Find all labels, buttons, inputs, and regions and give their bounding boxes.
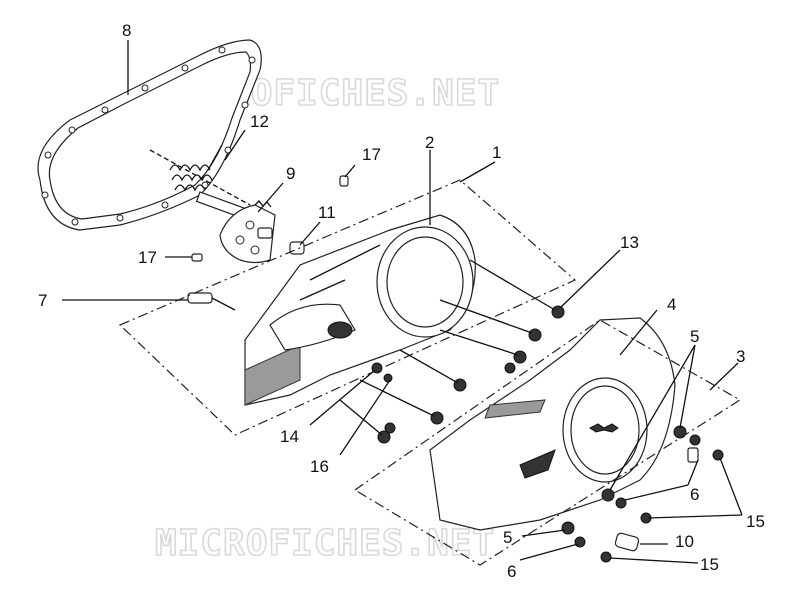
callout-7: 7 — [38, 291, 47, 310]
callout-15-right: 15 — [746, 512, 765, 531]
callout-12: 12 — [250, 112, 269, 131]
callout-17-top: 17 — [362, 145, 381, 164]
fastener-set — [561, 425, 724, 563]
assembly-outline-1 — [118, 179, 577, 436]
callout-4: 4 — [667, 295, 676, 314]
callout-9: 9 — [286, 164, 295, 183]
callout-5-top: 5 — [690, 327, 699, 346]
callout-8: 8 — [122, 21, 131, 40]
callout-13: 13 — [620, 233, 639, 252]
assembly-outline-3 — [353, 319, 742, 566]
cover-bolts — [339, 259, 565, 444]
pin-part — [187, 292, 236, 311]
watermark-bottom: MICROFICHES.NET — [155, 523, 495, 564]
callout-15-bottom: 15 — [700, 555, 719, 574]
outer-cover-part — [429, 317, 676, 531]
callout-16: 16 — [310, 457, 329, 476]
callout-5-bottom: 5 — [503, 528, 512, 547]
callout-1: 1 — [492, 143, 501, 162]
callout-14: 14 — [280, 427, 299, 446]
dowel-pin-left — [191, 253, 203, 262]
spring-part — [169, 144, 223, 192]
crankcase-cover-part — [244, 214, 476, 406]
callout-6-bottom: 6 — [507, 562, 516, 581]
callout-17-left: 17 — [138, 248, 157, 267]
callout-11: 11 — [318, 203, 336, 222]
callout-2: 2 — [425, 133, 434, 152]
bush-part-10 — [614, 532, 640, 552]
kick-gear-part — [219, 200, 276, 264]
callout-3: 3 — [736, 347, 745, 366]
callout-6-right: 6 — [690, 485, 699, 504]
dowel-pin-upper — [339, 175, 349, 187]
leader-lines — [62, 40, 743, 564]
callout-10: 10 — [675, 532, 694, 551]
